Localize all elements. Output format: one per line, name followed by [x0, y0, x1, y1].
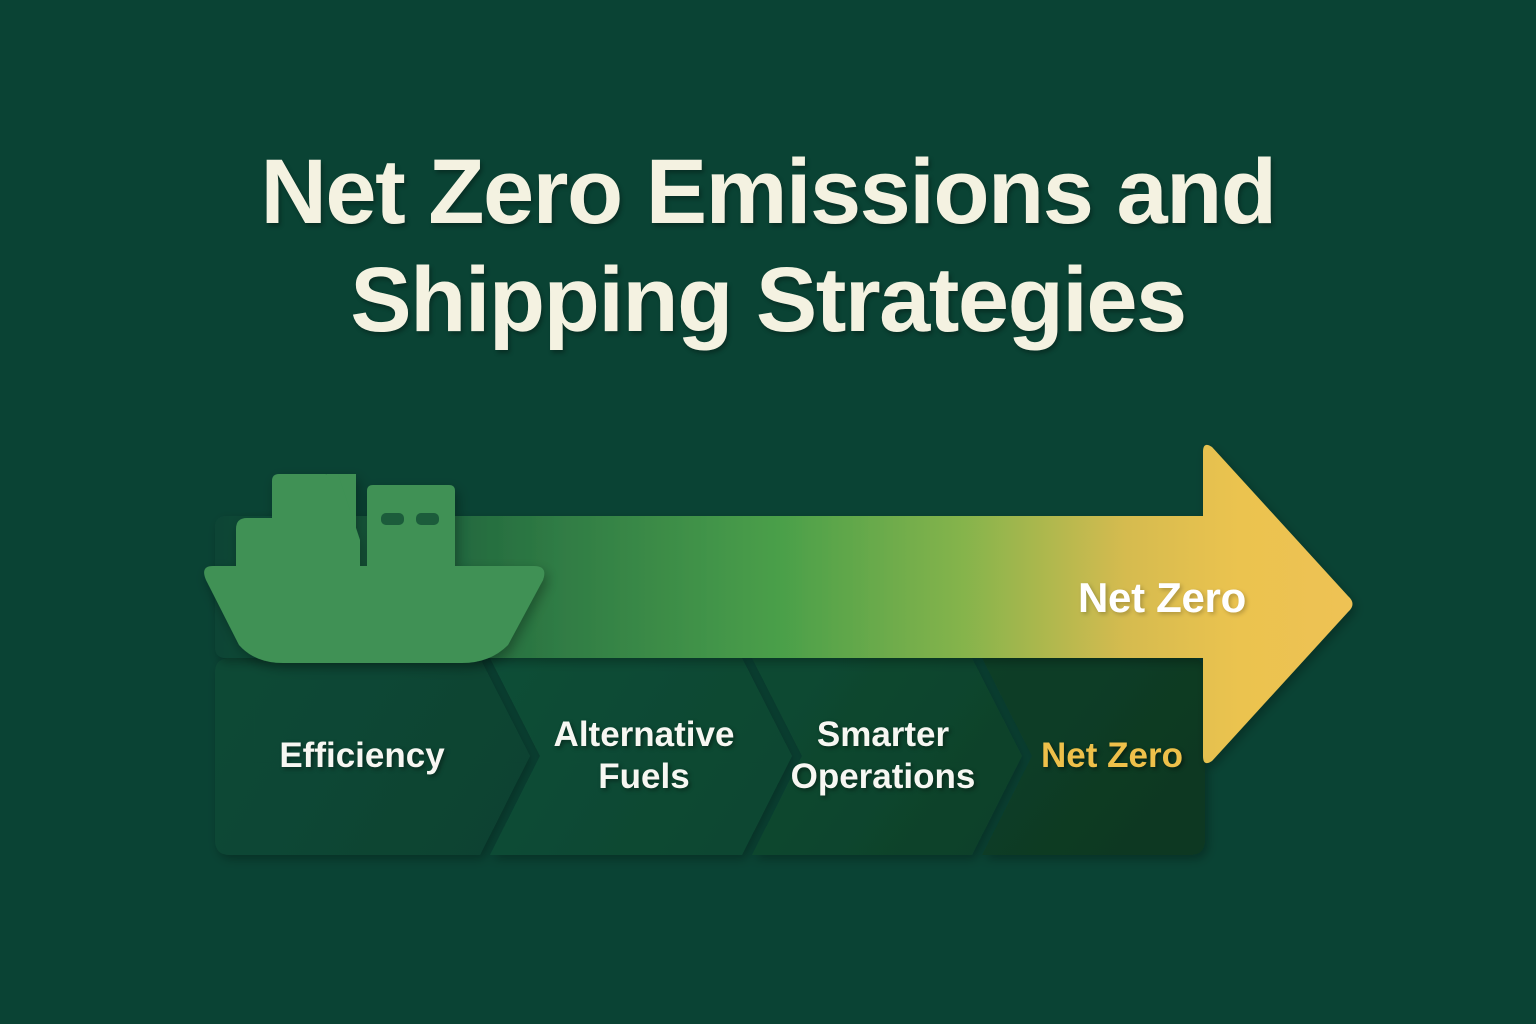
cargo-ship-icon	[204, 474, 545, 663]
net-zero-arrow[interactable]	[215, 444, 1353, 764]
stage-chevron-band	[215, 658, 1205, 855]
stage-chevron-efficiency[interactable]	[215, 658, 530, 855]
ship-window-left	[381, 513, 404, 525]
stage-chevron-alternative-fuels[interactable]	[490, 658, 792, 855]
stage-chevron-net-zero[interactable]	[982, 658, 1205, 855]
ship-window-right	[416, 513, 439, 525]
stage-chevron-smarter-operations[interactable]	[752, 658, 1022, 855]
